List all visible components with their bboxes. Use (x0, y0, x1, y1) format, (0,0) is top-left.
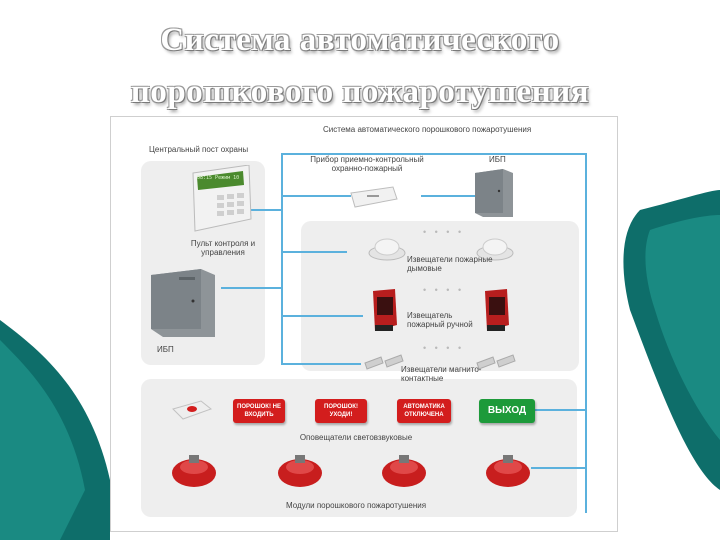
smoke-detectors-label: Извещатели пожарные дымовые (407, 255, 493, 273)
ups-right-cabinet (475, 169, 513, 217)
diagram-header: Система автоматического порошкового пожа… (323, 125, 532, 134)
manual-detector-label: Извещатель пожарный ручной (407, 311, 473, 329)
control-panel-label: Пульт контроля и управления (190, 239, 256, 257)
link-smoke (281, 251, 347, 253)
smoke-detector-right (476, 238, 514, 261)
modules-label: Модули порошкового пожаротушения (285, 501, 427, 510)
smoke-signal-dots: • • • • (423, 227, 465, 237)
link-magnetic (281, 363, 361, 365)
powder-module-2 (278, 455, 322, 487)
magnetic-signal-dots: • • • • (423, 343, 465, 353)
annunciators-label: Оповещатели световзвуковые (299, 433, 413, 442)
ups-left-label: ИБП (157, 345, 174, 354)
manual-call-point-left (373, 289, 397, 331)
magnetic-detectors-label: Извещатели магнито-контактные (401, 365, 482, 383)
bus-line-main (281, 153, 283, 363)
sounder-device (172, 400, 213, 420)
manual-call-point-right (485, 289, 509, 331)
sign-powder-leave: ПОРОШОК! УХОДИ! (315, 399, 367, 423)
sign-exit: ВЫХОД (479, 399, 535, 423)
diagram-panel: Система автоматического порошкового пожа… (110, 116, 618, 532)
slide-title-line2: порошкового пожаротушения (130, 74, 590, 110)
powder-module-4 (486, 455, 530, 487)
bus-line-top (281, 153, 587, 155)
sign-powder-no-entry: ПОРОШОК! НЕ ВХОДИТЬ (233, 399, 285, 423)
smoke-detector-left (368, 238, 406, 261)
powder-module-3 (382, 455, 426, 487)
receiver-device (350, 186, 398, 208)
detectors-box (301, 221, 579, 371)
link-signs (531, 409, 587, 411)
ups-right-label: ИБП (489, 155, 506, 164)
link-keypad (251, 209, 281, 211)
link-receiver (281, 195, 351, 197)
magnetic-contact-left (364, 354, 404, 370)
magnetic-contact-right (476, 354, 516, 370)
central-post-label: Центральный пост охраны (149, 145, 249, 154)
slide-title-line1: Система автоматического (160, 22, 560, 58)
link-modules (531, 467, 587, 469)
keypad-device (192, 165, 252, 232)
sign-automation-off: АВТОМАТИКА ОТКЛЮЧЕНА (397, 399, 451, 423)
link-ups-right (421, 195, 475, 197)
teal-wave-right (623, 190, 720, 490)
teal-wave-left (0, 320, 110, 540)
link-panel (221, 287, 281, 289)
bus-line-right (585, 153, 587, 513)
ups-left-cabinet (151, 269, 215, 337)
manual-signal-dots: • • • • (423, 285, 465, 295)
keypad-display: 08:15 Режим 10 (197, 175, 240, 181)
powder-module-1 (172, 455, 216, 487)
receiver-label: Прибор приемно-контрольный охранно-пожар… (310, 155, 424, 173)
link-manual (281, 315, 363, 317)
